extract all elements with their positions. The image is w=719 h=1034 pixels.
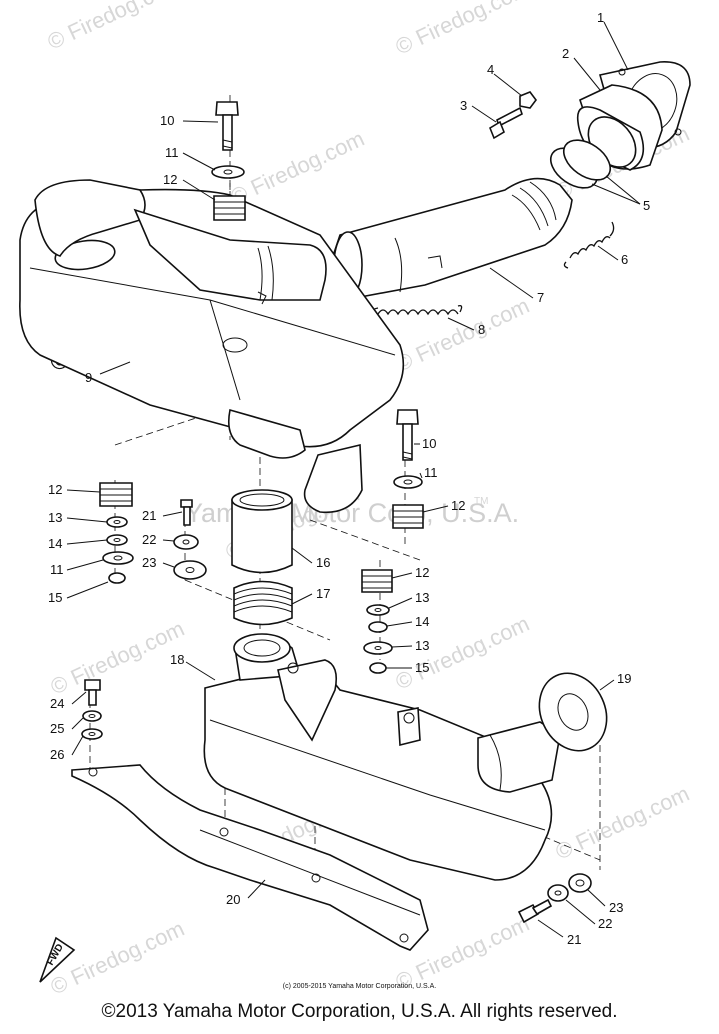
callout-16: 16 <box>316 555 330 570</box>
watermark-small: © Firedog.com <box>227 126 369 210</box>
part-14-washer-left <box>106 534 128 546</box>
callout-12-upper: 12 <box>163 172 177 187</box>
part-23-spacer-lower <box>568 873 592 893</box>
callout-8: 8 <box>478 322 485 337</box>
leader-lines <box>66 21 641 938</box>
part-12-mount-upper <box>213 195 246 221</box>
callout-12-right: 12 <box>451 498 465 513</box>
callout-3: 3 <box>460 98 467 113</box>
part-21-bolt-lower <box>517 898 553 924</box>
callout-10-lower: 10 <box>422 436 436 451</box>
part-15-nut-right <box>369 662 387 674</box>
part-12-mount-left <box>99 482 133 507</box>
callout-14-left: 14 <box>48 536 62 551</box>
part-21-bolt-upper <box>180 499 193 526</box>
callout-21-lower: 21 <box>567 932 581 947</box>
callout-18: 18 <box>170 652 184 667</box>
part-11-washer-lower <box>393 475 423 489</box>
part-13-washer-right-a <box>366 604 390 616</box>
watermark-small: © Firedog.com <box>44 0 186 55</box>
part-16-sleeve <box>231 489 293 574</box>
watermark-small: © Firedog.com <box>392 611 534 695</box>
callout-13-right-a: 13 <box>415 590 429 605</box>
part-12-mount-lower <box>361 569 393 593</box>
callout-15-left: 15 <box>48 590 62 605</box>
part-6-spring <box>563 221 615 269</box>
callout-12-lower: 12 <box>415 565 429 580</box>
callout-11-lower: 11 <box>424 465 438 480</box>
callout-13-right-b: 13 <box>415 638 429 653</box>
callout-24: 24 <box>50 696 64 711</box>
part-24-bolt <box>84 679 101 706</box>
part-26-washer <box>81 728 103 740</box>
part-11-washer-left <box>102 551 134 565</box>
part-23-spacer-upper <box>173 560 207 580</box>
watermark-small: © Firedog.com <box>392 293 534 377</box>
callout-5: 5 <box>643 198 650 213</box>
callout-22-lower: 22 <box>598 916 612 931</box>
part-10-bolt-upper <box>215 101 239 151</box>
part-22-washer-upper <box>173 534 199 550</box>
callout-19: 19 <box>617 671 631 686</box>
callout-20: 20 <box>226 892 240 907</box>
part-14-washer-right <box>368 621 388 633</box>
callout-26: 26 <box>50 747 64 762</box>
part-5-rings <box>550 139 611 189</box>
part-18-muffler-lower <box>203 633 561 881</box>
callout-25: 25 <box>50 721 64 736</box>
callout-17: 17 <box>316 586 330 601</box>
part-15-nut-left <box>108 572 126 584</box>
part-19-disk <box>538 672 608 752</box>
part-4-nut <box>519 91 537 109</box>
callout-7: 7 <box>537 290 544 305</box>
callout-2: 2 <box>562 46 569 61</box>
part-7-exhaust-pipe <box>329 177 573 299</box>
callout-1: 1 <box>597 10 604 25</box>
intake-pipe-bend <box>133 208 327 305</box>
watermark-small: © Firedog.com <box>392 0 534 60</box>
part-3-bolt <box>489 106 523 140</box>
part-2-exhaust-flange <box>576 84 663 171</box>
callout-11-left: 11 <box>50 562 64 577</box>
part-13-washer-right-b <box>363 641 393 655</box>
watermark-small: © Firedog.com <box>552 781 694 865</box>
part-22-washer-lower <box>547 884 569 902</box>
part-17-coil-sleeve <box>233 580 293 626</box>
callout-6: 6 <box>621 252 628 267</box>
callout-numbers: 1 2 3 4 5 6 7 8 9 10 11 12 10 11 12 12 1… <box>48 10 650 947</box>
part-20-bracket <box>71 764 429 951</box>
callout-9: 9 <box>85 370 92 385</box>
part-9-muffler-upper <box>19 179 405 514</box>
part-8-spring <box>370 304 463 317</box>
part-11-washer-upper <box>211 165 245 179</box>
part-12-mount-right <box>392 504 424 529</box>
callout-21-upper: 21 <box>142 508 156 523</box>
part-10-bolt-lower <box>396 409 419 461</box>
part-13-washer-left <box>106 516 128 528</box>
part-25-washer <box>82 710 102 722</box>
callout-15-right: 15 <box>415 660 429 675</box>
callout-10-upper: 10 <box>160 113 174 128</box>
callout-14-right: 14 <box>415 614 429 629</box>
footer-copyright-small: (c) 2005-2015 Yamaha Motor Corporation, … <box>282 983 437 990</box>
watermark-tm: TM <box>474 496 488 507</box>
callout-4: 4 <box>487 62 494 77</box>
callout-12-left: 12 <box>48 482 62 497</box>
callout-11-upper: 11 <box>165 145 179 160</box>
footer-copyright-main: ©2013 Yamaha Motor Corporation, U.S.A. A… <box>101 1001 618 1022</box>
watermark-small: © Firedog.com <box>47 616 189 700</box>
callout-22-upper: 22 <box>142 532 156 547</box>
callout-13-left: 13 <box>48 510 62 525</box>
callout-23-upper: 23 <box>142 555 156 570</box>
callout-23-lower: 23 <box>609 900 623 915</box>
